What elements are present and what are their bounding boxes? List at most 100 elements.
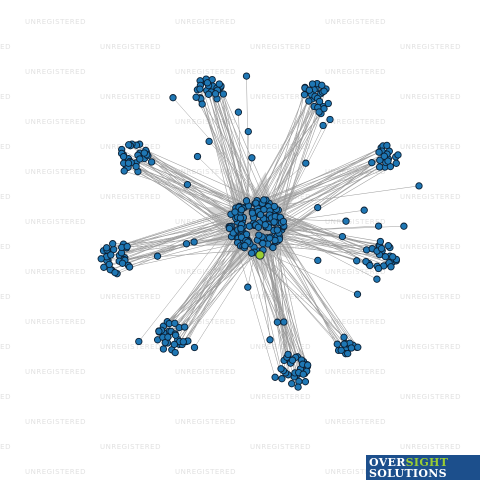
hub-node [248, 249, 256, 257]
cluster-node [340, 340, 348, 348]
network-edge [219, 83, 275, 211]
cluster-node [308, 80, 317, 88]
network-edge [272, 225, 379, 232]
peripheral-node [266, 336, 274, 344]
cluster-node [384, 242, 392, 250]
cluster-node [288, 380, 296, 388]
hub-node [265, 234, 274, 242]
hub-node [273, 226, 281, 234]
network-edge [245, 240, 348, 354]
peripheral-node [244, 127, 252, 136]
peripheral-node [400, 222, 408, 230]
hub-node [269, 243, 277, 252]
peripheral-node [342, 217, 350, 225]
peripheral-node [360, 206, 368, 214]
network-edge [275, 211, 369, 264]
cluster-node [299, 370, 307, 378]
network-edge [208, 94, 248, 218]
network-edge [249, 103, 329, 206]
peripheral-node [183, 180, 192, 189]
cluster-node [377, 244, 386, 253]
network-edge [128, 235, 243, 266]
hub-node [231, 208, 239, 216]
cluster-node [118, 259, 127, 267]
peripheral-node [353, 290, 362, 298]
peripheral-node [120, 167, 128, 175]
peripheral-node [140, 149, 148, 157]
cluster-node [105, 260, 113, 269]
logo-text-over: OVER [369, 456, 406, 469]
peripheral-node [164, 333, 172, 341]
peripheral-node [353, 257, 361, 265]
network-edge [137, 154, 248, 249]
network-edge [207, 82, 252, 215]
peripheral-node [111, 268, 119, 277]
cluster-node [324, 99, 332, 108]
cluster-node [383, 141, 391, 150]
cluster-node [171, 331, 180, 339]
peripheral-node [169, 94, 177, 102]
logo-text-sight: SIGHT [405, 456, 449, 469]
cluster-node [196, 85, 204, 93]
network-edge [276, 223, 367, 262]
hub-node [270, 202, 279, 211]
peripheral-node [244, 283, 252, 291]
cluster-node [204, 90, 213, 98]
cluster-node [155, 327, 163, 335]
network-edge [246, 76, 250, 204]
cluster-node [392, 159, 400, 167]
node-layer [97, 72, 423, 391]
cluster-node [315, 97, 324, 106]
cluster-node [179, 338, 187, 346]
network-edge [244, 212, 282, 369]
hub-node [260, 196, 268, 204]
peripheral-node [380, 152, 388, 160]
network-edge [278, 234, 357, 262]
peripheral-node [374, 222, 383, 230]
network-edge [256, 94, 305, 211]
network-edge [127, 167, 239, 227]
cluster-node [318, 81, 326, 89]
cluster-node [347, 344, 356, 352]
network-edge [238, 112, 243, 210]
cluster-node [277, 365, 285, 373]
network-edge [163, 245, 269, 327]
cluster-node [123, 242, 131, 251]
cluster-node [171, 319, 179, 327]
peripheral-node [294, 383, 302, 391]
cluster-node [211, 90, 220, 98]
network-edge [111, 216, 239, 271]
hub-node [255, 231, 263, 239]
network-edge [179, 241, 244, 342]
peripheral-node [326, 115, 334, 124]
hub-node [236, 214, 245, 222]
hub-node [261, 221, 269, 229]
hub-node [237, 224, 245, 233]
network-edge [243, 240, 283, 379]
hub-node [225, 224, 234, 233]
network-edge [231, 232, 343, 237]
hub-node [248, 209, 257, 217]
hub-node [237, 206, 246, 214]
cluster-node [100, 263, 108, 271]
hub-node [242, 197, 251, 205]
network-edge [216, 87, 270, 211]
cluster-node [389, 253, 397, 261]
network-edge [257, 98, 318, 207]
peripheral-node [248, 154, 256, 162]
network-edge [138, 210, 242, 342]
cluster-node [109, 240, 117, 248]
network-edge [279, 125, 324, 218]
cluster-node [171, 348, 179, 357]
cluster-node [375, 163, 384, 171]
cluster-node [315, 108, 323, 116]
network-edge [275, 153, 388, 235]
cluster-node [119, 152, 128, 161]
cluster-node [340, 333, 348, 341]
network-edge [129, 239, 254, 268]
cluster-node [387, 263, 395, 271]
cluster-node [354, 343, 362, 351]
network-edge [245, 205, 298, 357]
